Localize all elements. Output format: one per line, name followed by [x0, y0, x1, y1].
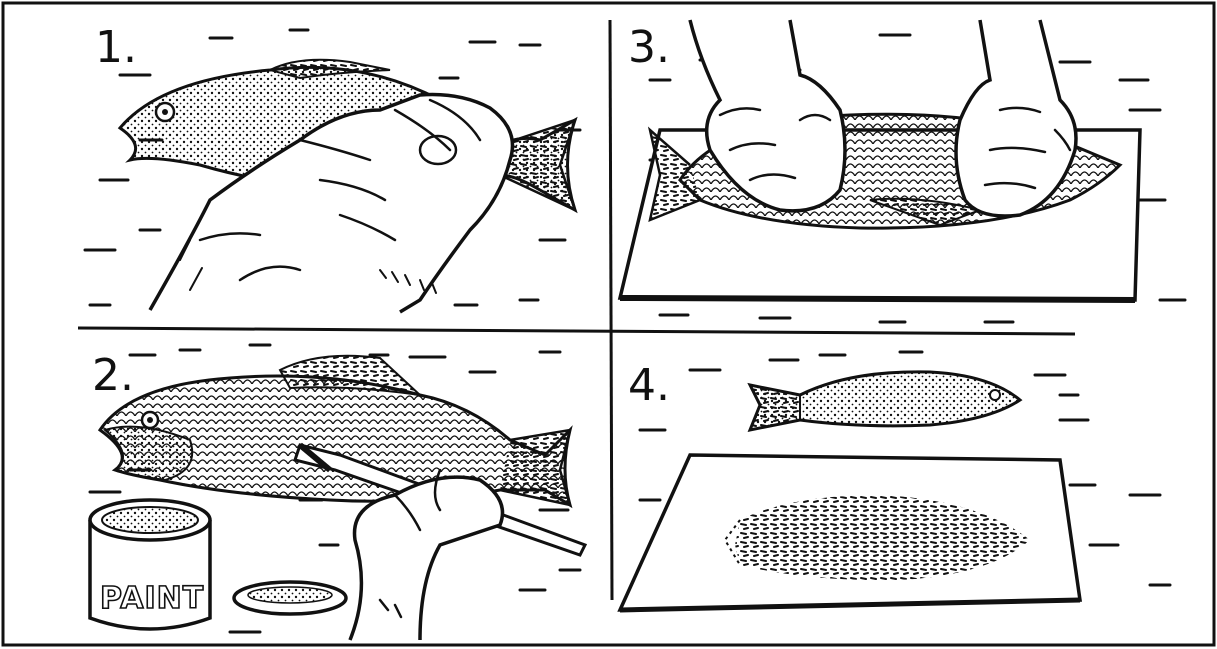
step-4-number: 4. [628, 360, 670, 411]
step-3-right-hand [956, 20, 1076, 216]
step-2-fish [100, 356, 570, 505]
paint-jar: PAINT [90, 500, 210, 629]
panel-2: 2. PAINT [90, 350, 585, 640]
panel-4: 4. [620, 360, 1080, 610]
step-3-number: 3. [628, 22, 670, 73]
panel-1: 1. [95, 22, 575, 312]
step-2-number: 2. [92, 350, 134, 401]
step-4-fish [750, 372, 1020, 430]
step-1-number: 1. [95, 22, 137, 73]
paint-jar-label: PAINT [100, 581, 204, 616]
paint-jar-lid [234, 582, 346, 614]
